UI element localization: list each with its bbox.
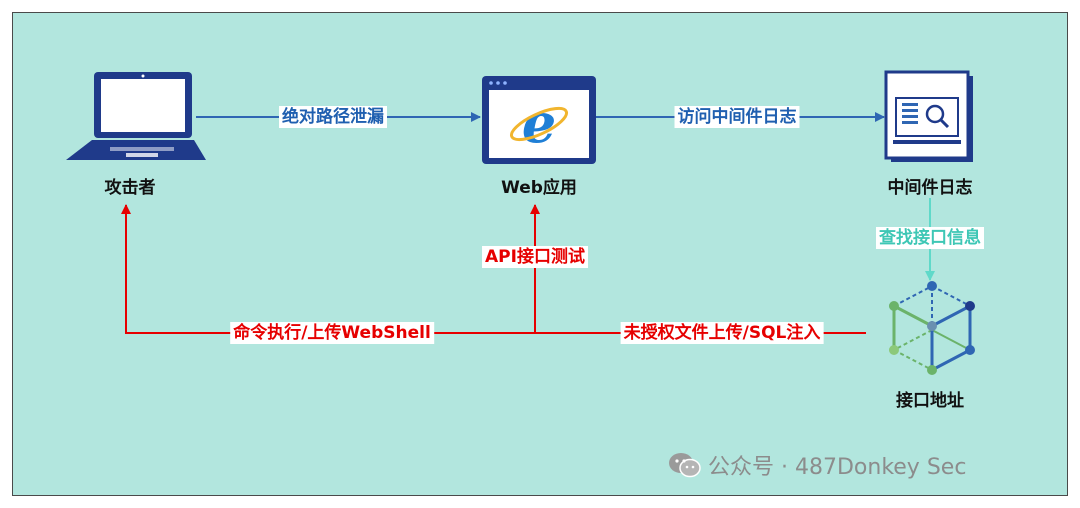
svg-text:e: e [522,91,556,155]
watermark-text: 公众号 · 487Donkey Sec [708,455,967,480]
node-web-app-label: Web应用 [501,178,577,198]
edge-return-line [121,204,866,334]
laptop-icon [66,72,206,160]
node-attacker-label: 攻击者 [104,178,156,198]
node-api-address-label: 接口地址 [896,391,964,411]
log-monitor-icon [884,70,973,162]
watermark: 公众号 · 487Donkey Sec [668,449,966,481]
browser-icon: e [482,76,596,164]
edge-cmd-exec-label: 命令执行/上传WebShell [230,322,434,344]
edge-find-api-label: 查找接口信息 [876,227,984,249]
edge-unauth-upload-label: 未授权文件上传/SQL注入 [620,322,824,344]
edge-access-log-label: 访问中间件日志 [674,106,800,128]
wechat-icon [669,453,701,478]
node-middleware-log-label: 中间件日志 [887,178,973,198]
edge-path-leak-label: 绝对路径泄漏 [279,106,387,128]
cube-icon [889,281,975,375]
edge-api-test-label: API接口测试 [482,246,588,268]
